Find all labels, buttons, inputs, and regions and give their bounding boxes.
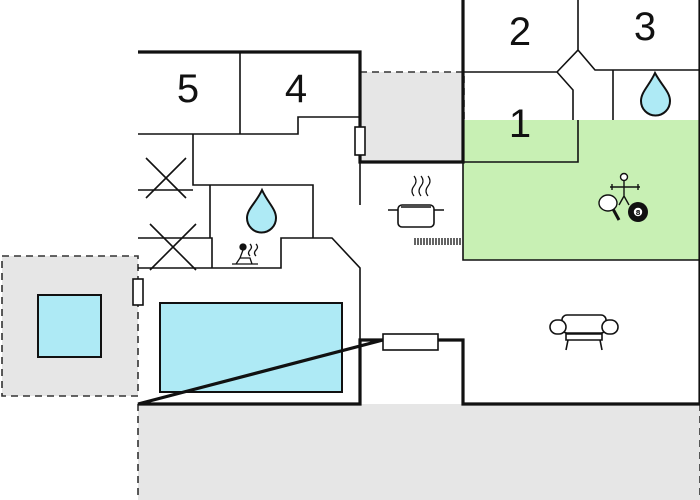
terrace-top — [359, 71, 465, 163]
game-room — [463, 120, 700, 260]
sauna-icon — [232, 243, 259, 265]
water-drop-icon — [245, 187, 278, 234]
room-labels: 5 4 2 3 1 — [177, 5, 656, 146]
inner-walls-right — [462, 0, 700, 261]
room-number-2: 2 — [509, 10, 531, 54]
terrace-bottom — [138, 404, 700, 500]
table-football-icon — [610, 172, 640, 206]
room-number-4: 4 — [285, 67, 307, 111]
doors — [132, 126, 439, 351]
terrace-bottom-edge — [137, 404, 700, 500]
water-drop-icon — [639, 70, 672, 117]
indoor-pool — [159, 302, 343, 393]
cross-mark-icon — [145, 157, 187, 199]
sofa-icon — [549, 314, 619, 351]
door-bottom — [382, 333, 439, 351]
room-number-5: 5 — [177, 67, 199, 111]
outdoor-areas — [1, 71, 700, 500]
room-number-1: 1 — [509, 102, 531, 146]
door-room4 — [354, 126, 366, 156]
outdoor-pool — [37, 294, 102, 358]
cooking-pot-icon — [388, 175, 444, 228]
cross-mark-icon — [149, 223, 197, 271]
inner-walls-left — [138, 52, 361, 404]
walls — [137, 0, 700, 406]
grate-icon — [414, 238, 461, 245]
billiard-ball-icon: 8 — [628, 202, 648, 222]
room-number-3: 3 — [634, 5, 656, 49]
billiard-ball-number: 8 — [636, 209, 641, 217]
table-tennis-icon — [598, 194, 621, 221]
door-pool-terrace — [132, 278, 144, 306]
